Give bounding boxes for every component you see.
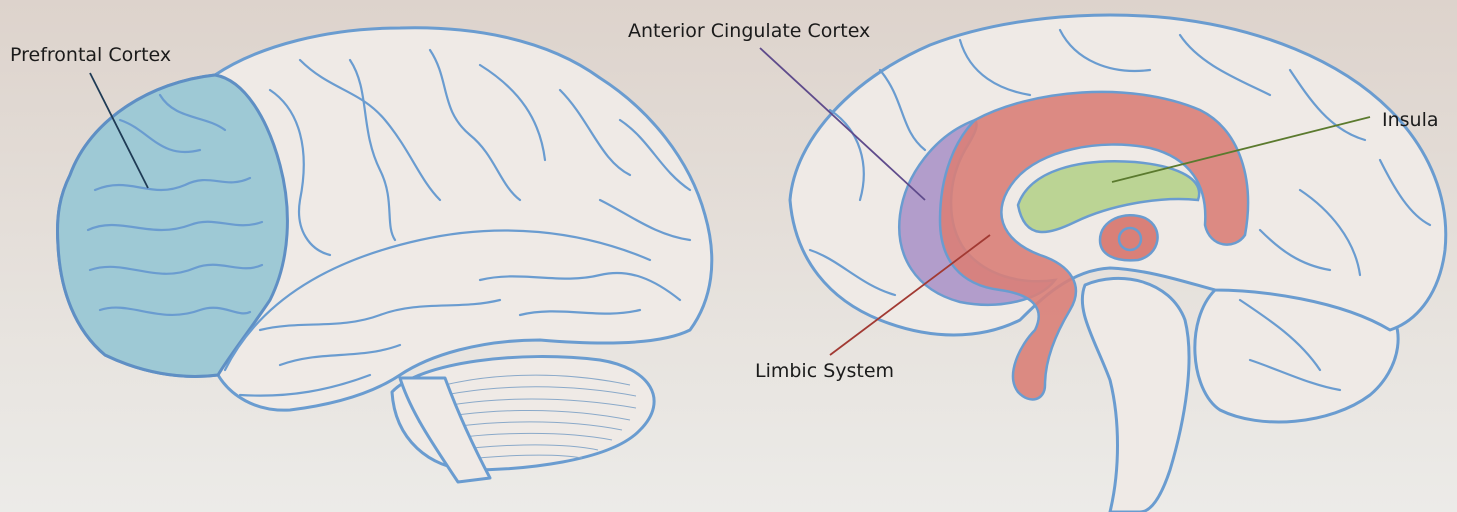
prefrontal-cortex-label: Prefrontal Cortex (10, 46, 171, 65)
medial-brain-view (790, 15, 1446, 512)
anterior-cingulate-cortex-label: Anterior Cingulate Cortex (628, 22, 870, 41)
thalamus-core (1119, 228, 1141, 250)
limbic-system-label: Limbic System (755, 362, 894, 381)
medial-brainstem (1082, 278, 1189, 512)
insula-label: Insula (1382, 111, 1439, 130)
lateral-brain-view (58, 28, 712, 482)
